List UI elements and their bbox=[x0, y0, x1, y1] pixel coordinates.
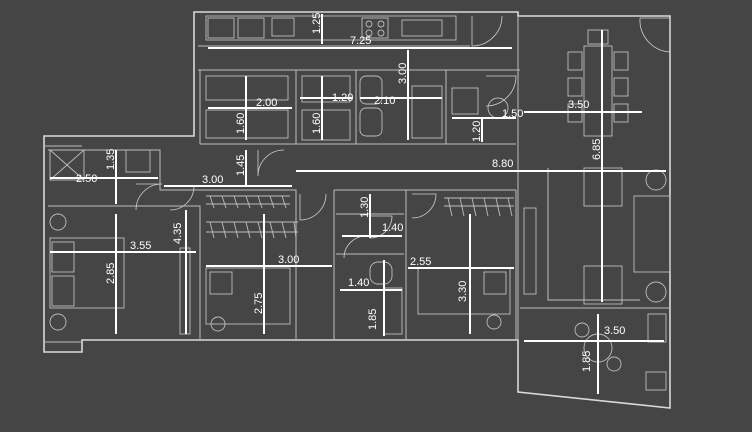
terrace-chair-icon bbox=[606, 356, 622, 372]
toilet-icon bbox=[369, 261, 393, 285]
inner-wall-service-dividers bbox=[199, 16, 519, 340]
dimension-label: 1.35 bbox=[105, 149, 117, 170]
dimension-label: 2.00 bbox=[256, 97, 277, 109]
dimension-label: 2.75 bbox=[253, 293, 265, 314]
shower-cross-icon bbox=[49, 149, 85, 181]
dimension-label: 3.50 bbox=[604, 325, 625, 337]
dimension-label: 1.85 bbox=[581, 351, 593, 372]
cooktop bbox=[361, 17, 389, 39]
dimension-label: 7.25 bbox=[350, 35, 371, 47]
dimension-label: 3.30 bbox=[457, 281, 469, 302]
dimension-label: 1.85 bbox=[367, 309, 379, 330]
pantry-shelf bbox=[301, 75, 351, 103]
dishwasher bbox=[237, 17, 265, 39]
burner-icon bbox=[377, 29, 385, 37]
door-hall bbox=[257, 149, 285, 177]
tv-console bbox=[523, 207, 537, 295]
washer-icon bbox=[451, 87, 479, 115]
side-table-icon bbox=[645, 169, 667, 191]
dimension-label: 4.35 bbox=[172, 223, 184, 244]
dining-chair bbox=[567, 77, 583, 97]
sofa bbox=[633, 195, 671, 273]
dimension-label: 1.40 bbox=[382, 222, 403, 234]
dimension-label: 3.50 bbox=[568, 99, 589, 111]
dimension-label: 1.60 bbox=[235, 113, 247, 134]
outer-wall bbox=[43, 11, 671, 409]
dimension-label: 3.00 bbox=[278, 254, 299, 266]
pillow-icon bbox=[51, 275, 75, 307]
shower-2 bbox=[383, 287, 403, 335]
dimension-labels: 7.25 1.25 3.00 3.50 6.85 2.00 1.60 1.20 … bbox=[76, 13, 625, 372]
walls bbox=[43, 11, 671, 409]
lamp-icon bbox=[49, 313, 67, 331]
dimension-label: 1.60 bbox=[311, 113, 323, 134]
dimension-label: 1.20 bbox=[471, 121, 483, 142]
dimension-label: 1.25 bbox=[311, 13, 323, 34]
dimension-label: 3.55 bbox=[130, 240, 151, 252]
washbasin bbox=[125, 149, 151, 173]
bar-stool-icon bbox=[359, 107, 383, 137]
door-bath2 bbox=[343, 235, 367, 259]
dining-chair bbox=[587, 29, 609, 45]
living-walls bbox=[520, 168, 670, 309]
window-strip bbox=[44, 145, 82, 343]
dimension-label: 2.55 bbox=[410, 256, 431, 268]
dining-table bbox=[583, 45, 613, 137]
burner-icon bbox=[365, 20, 373, 28]
pillow-icon bbox=[51, 241, 75, 273]
dining-chair bbox=[613, 77, 629, 97]
dining-chair bbox=[613, 51, 629, 71]
dimension-label: 3.00 bbox=[397, 63, 409, 84]
door-service bbox=[485, 75, 517, 107]
wardrobe-hangers bbox=[444, 197, 514, 217]
wardrobe-hangers bbox=[206, 221, 298, 239]
dimension-label: 6.85 bbox=[591, 139, 603, 160]
pantry-bench bbox=[301, 109, 351, 141]
dimension-label: 8.80 bbox=[492, 158, 513, 170]
lamp-icon bbox=[486, 314, 502, 330]
dimension-label: 1.40 bbox=[348, 277, 369, 289]
dining-chair bbox=[567, 51, 583, 71]
terrace-chair-icon bbox=[574, 322, 590, 338]
corridor-wall bbox=[48, 149, 297, 340]
door-closet bbox=[369, 215, 393, 239]
wardrobe-hangers bbox=[206, 195, 290, 209]
door-bath1 bbox=[135, 183, 163, 211]
microwave bbox=[271, 17, 295, 37]
dimension-label: 1.30 bbox=[359, 197, 371, 218]
dimension-label: 2.50 bbox=[76, 173, 97, 185]
kitchen-counter bbox=[205, 15, 457, 41]
kitchen-sink bbox=[401, 19, 443, 37]
laundry-cabinet bbox=[411, 85, 443, 139]
dimension-lines bbox=[50, 14, 666, 394]
terrace-planter bbox=[647, 313, 667, 343]
burner-icon bbox=[365, 29, 373, 37]
dimension-label: 2.10 bbox=[374, 95, 395, 107]
bar-stool-icon bbox=[359, 75, 383, 105]
lamp-icon bbox=[210, 316, 226, 332]
burner-icon bbox=[377, 20, 385, 28]
dimension-label: 1.20 bbox=[332, 92, 353, 104]
lamp-icon bbox=[49, 213, 67, 231]
shower-tray bbox=[49, 149, 85, 181]
dimension-label: 3.00 bbox=[202, 174, 223, 186]
dimension-label: 2.85 bbox=[105, 263, 117, 284]
door-entry bbox=[639, 17, 671, 53]
bed2-bed bbox=[205, 267, 291, 325]
side-table-icon bbox=[645, 281, 667, 303]
dimension-label: 1.45 bbox=[235, 155, 247, 176]
pillow-icon bbox=[209, 271, 233, 295]
bbq-grill bbox=[645, 371, 667, 391]
pillow-icon bbox=[483, 271, 507, 295]
door-bed3 bbox=[411, 193, 437, 219]
door-bed2 bbox=[299, 193, 327, 221]
dimension-label: 1.50 bbox=[502, 108, 523, 120]
oven bbox=[207, 17, 235, 39]
door-kitchen bbox=[471, 15, 503, 47]
master-bed bbox=[49, 237, 125, 309]
